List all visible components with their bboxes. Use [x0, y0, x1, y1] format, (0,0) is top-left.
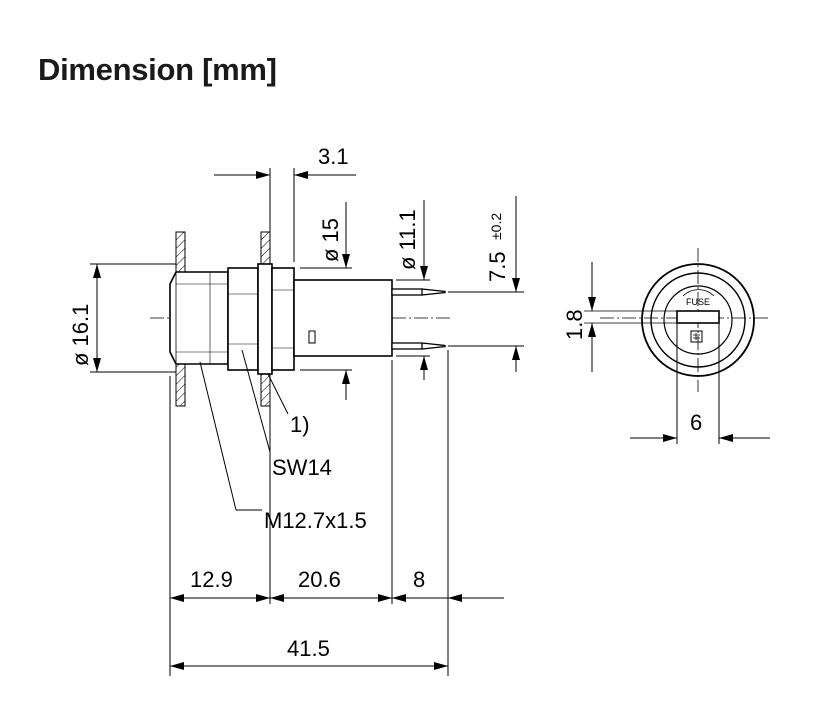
front-cap-circle [663, 285, 733, 355]
dim-pin-spacing: 7.5 [485, 251, 510, 282]
dim-dia-15: ø 15 [318, 218, 343, 262]
dim-pin-tolerance: ±0.2 [488, 213, 504, 240]
dim-total-41-5: 41.5 [287, 636, 330, 661]
note-1-label: 1) [290, 412, 310, 437]
dimension-lines [90, 168, 524, 676]
leader-sw14 [241, 349, 271, 453]
dim-20-6: 20.6 [298, 567, 341, 592]
dim-flange-3-1: 3.1 [318, 144, 349, 169]
dim-slot-height: 1.8 [562, 309, 587, 340]
front-outer-ring [641, 263, 755, 377]
pin-top-tip [421, 288, 446, 296]
dim-8: 8 [413, 567, 425, 592]
pin-bottom [391, 342, 423, 350]
pin-top [391, 288, 423, 296]
fuse-label: FUSE [686, 297, 710, 307]
front-cap [169, 271, 229, 365]
front-inner-ring [650, 272, 746, 368]
pin-bottom-tip [421, 342, 446, 350]
thread-label: M12.7x1.5 [264, 508, 367, 533]
leader-thread [199, 361, 237, 511]
dim-dia-16-1: ø 16.1 [68, 304, 93, 366]
dim-12-9: 12.9 [190, 567, 233, 592]
fuse-body [293, 279, 393, 357]
fuse-slot [676, 310, 720, 324]
front-view [584, 248, 770, 444]
washer [271, 267, 295, 371]
body-marking [308, 330, 316, 344]
dim-slot-width: 6 [690, 410, 702, 435]
page-title: Dimension [mm] [38, 52, 277, 87]
wrench-size-label: SW14 [272, 455, 332, 480]
leader-note-1 [267, 373, 289, 415]
collar [257, 263, 273, 375]
dim-dia-11-1: ø 11.1 [395, 209, 420, 270]
side-view [150, 231, 452, 407]
fuse-symbol [690, 330, 703, 343]
